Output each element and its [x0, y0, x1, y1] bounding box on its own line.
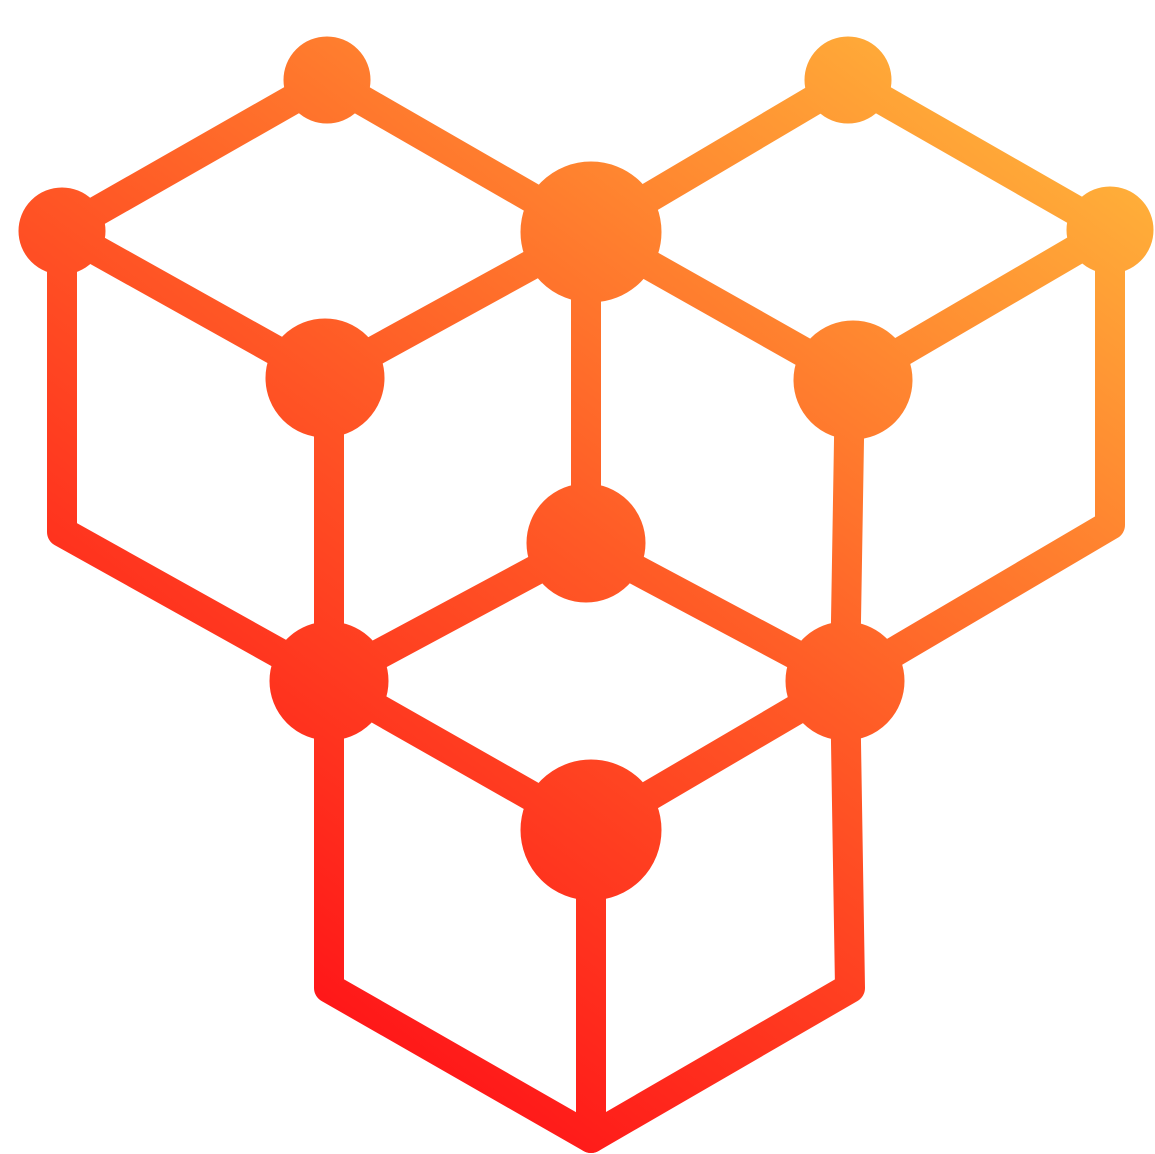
node-bottom-left — [269, 621, 389, 741]
node-left-outer — [18, 187, 106, 275]
node-bottom-right — [785, 621, 905, 741]
left-cube-body — [47, 216, 344, 696]
node-center — [526, 483, 646, 603]
node-left-inner — [265, 318, 385, 438]
node-center-top — [520, 161, 662, 303]
node-bottom-front — [520, 759, 662, 901]
node-right-inner — [793, 320, 913, 440]
node-left-top — [283, 36, 371, 124]
right-cube-body — [830, 215, 1125, 696]
node-right-outer — [1066, 186, 1154, 274]
node-right-top — [804, 36, 892, 124]
